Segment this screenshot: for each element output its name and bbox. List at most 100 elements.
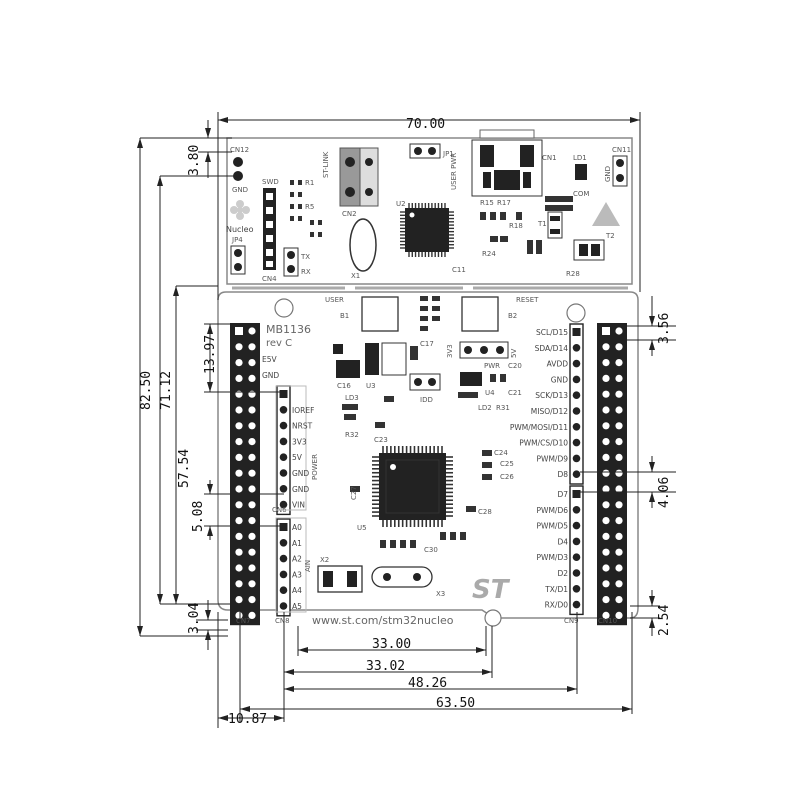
r15-label: R15 — [480, 199, 494, 207]
cn7-label: CN7 — [236, 617, 251, 625]
b1-label: B1 — [340, 312, 349, 320]
ain-label: AIN — [304, 560, 312, 572]
usb-connector — [471, 129, 543, 197]
cn9-label: CN9 — [564, 617, 579, 625]
tx-label: TX — [300, 253, 310, 261]
board-id-label: MB1136 — [266, 323, 311, 336]
e5v-label: E5V — [262, 355, 278, 364]
analog-pin-label: A2 — [292, 555, 302, 564]
digital-pin-label: SCL/D15 — [536, 328, 568, 337]
dim-82-50: 82.50 — [139, 371, 154, 410]
c23-label: C23 — [374, 436, 388, 444]
user-button-b1 — [361, 296, 399, 332]
digital-pin-label: TX/D1 — [544, 585, 568, 594]
digital-pin-label: D7 — [557, 490, 568, 499]
c28-label: C28 — [478, 508, 492, 516]
dim-2-54: 2.54 — [657, 605, 672, 636]
switch-3v3-label: 3V3 — [446, 344, 454, 358]
analog-pin-label: A3 — [292, 570, 302, 579]
x3-label: X3 — [436, 590, 445, 598]
power-label: POWER — [311, 454, 319, 480]
dim-13-97: 13.97 — [203, 335, 218, 374]
digital-pin-label: PWM/CS/D10 — [519, 439, 568, 448]
u5-main-mcu — [372, 446, 453, 527]
pwr-label: PWR — [484, 362, 500, 370]
dim-3-80: 3.80 — [187, 145, 202, 176]
r24-label: R24 — [482, 250, 496, 258]
analog-pin-label: A5 — [292, 602, 302, 611]
dim-3-56: 3.56 — [657, 313, 672, 344]
r18-label: R18 — [509, 222, 523, 230]
cn2-label: CN2 — [342, 210, 357, 218]
arduino-digital-header-cn9 — [569, 485, 584, 616]
cn12-label: CN12 — [230, 146, 249, 154]
power-pin-label: VIN — [292, 501, 305, 510]
com-label: COM — [573, 190, 589, 198]
ld2-label: LD2 — [478, 404, 492, 412]
dim-5-08: 5.08 — [191, 501, 206, 532]
c21-label: C21 — [508, 389, 522, 397]
u3-label: U3 — [366, 382, 376, 390]
u2-chip — [400, 203, 454, 257]
user-button-label: USER — [325, 296, 344, 304]
digital-pin-label: D4 — [557, 537, 568, 546]
c27-label: C27 — [350, 486, 358, 500]
digital-pin-label: D8 — [557, 470, 568, 479]
stlink-components: CN12 GND Nucleo SWD CN4 JP4 TX RX R1 R5 — [226, 129, 631, 283]
morpho-cn10 — [597, 323, 627, 626]
st-logo-icon: ST — [468, 574, 528, 605]
ld1-label: LD1 — [573, 154, 587, 162]
u2-label: U2 — [396, 200, 406, 208]
power-pin-label: 5V — [292, 453, 303, 462]
reset-button-b2 — [461, 296, 499, 332]
c11-label: C11 — [452, 266, 466, 274]
dim-70-00: 70.00 — [406, 117, 445, 132]
user-pwr-label: USER PWR — [450, 153, 458, 190]
crystal-x3 — [371, 566, 433, 588]
cn11-label: CN11 — [612, 146, 631, 154]
main-board-components: MB1136 rev C E5V GND USER B1 RESET B2 U3… — [236, 296, 617, 627]
dim-33-02: 33.02 — [366, 659, 405, 674]
power-pin-label: GND — [292, 485, 309, 494]
digital-pin-label: RX/D0 — [545, 601, 569, 610]
dim-48-26: 48.26 — [408, 676, 447, 691]
mounting-holes — [274, 298, 586, 627]
digital-pin-label: PWM/D3 — [537, 553, 569, 562]
u5-label: U5 — [357, 524, 367, 532]
r28-label: R28 — [566, 270, 580, 278]
gnd-label-cn11: GND — [604, 166, 612, 182]
pin-labels: IOREFNRST3V35VGNDGNDVINA0A1A2A3A4A5SCL/D… — [292, 328, 568, 611]
power-pin-label: 3V3 — [292, 437, 307, 446]
c20-label: C20 — [508, 362, 522, 370]
x1-label: X1 — [351, 272, 360, 280]
r1-label: R1 — [305, 179, 314, 187]
r17-label: R17 — [497, 199, 511, 207]
u4-label: U4 — [485, 389, 495, 397]
dimension-labels: 70.00 3.80 82.50 71.12 57.54 13.97 5.08 … — [139, 117, 672, 727]
ld3-label: LD3 — [345, 394, 359, 402]
jp4-label: JP4 — [231, 236, 243, 244]
digital-pin-label: SDA/D14 — [535, 344, 569, 353]
c25-label: C25 — [500, 460, 514, 468]
power-pin-label: NRST — [292, 422, 313, 431]
jp1-label: JP1 — [442, 150, 454, 158]
digital-pin-label: PWM/D5 — [537, 522, 569, 531]
power-pin-label: GND — [292, 469, 309, 478]
t2-label: T2 — [605, 232, 615, 240]
arduino-analog-header-cn8 — [276, 518, 291, 617]
cn4-label: CN4 — [262, 275, 277, 283]
b2-label: B2 — [508, 312, 517, 320]
digital-pin-label: SCK/D13 — [535, 391, 568, 400]
idd-label: IDD — [420, 396, 433, 404]
pin-headers — [230, 323, 627, 626]
esd-warning-icon — [592, 202, 620, 226]
morpho-cn7 — [230, 323, 260, 626]
c30-label: C30 — [424, 546, 438, 554]
dimension-arrows — [137, 117, 655, 721]
nucleo-label: Nucleo — [226, 225, 254, 234]
r31-label: R31 — [496, 404, 510, 412]
reset-button-label: RESET — [516, 296, 539, 304]
swd-header — [263, 188, 276, 270]
dim-33-00: 33.00 — [372, 637, 411, 652]
